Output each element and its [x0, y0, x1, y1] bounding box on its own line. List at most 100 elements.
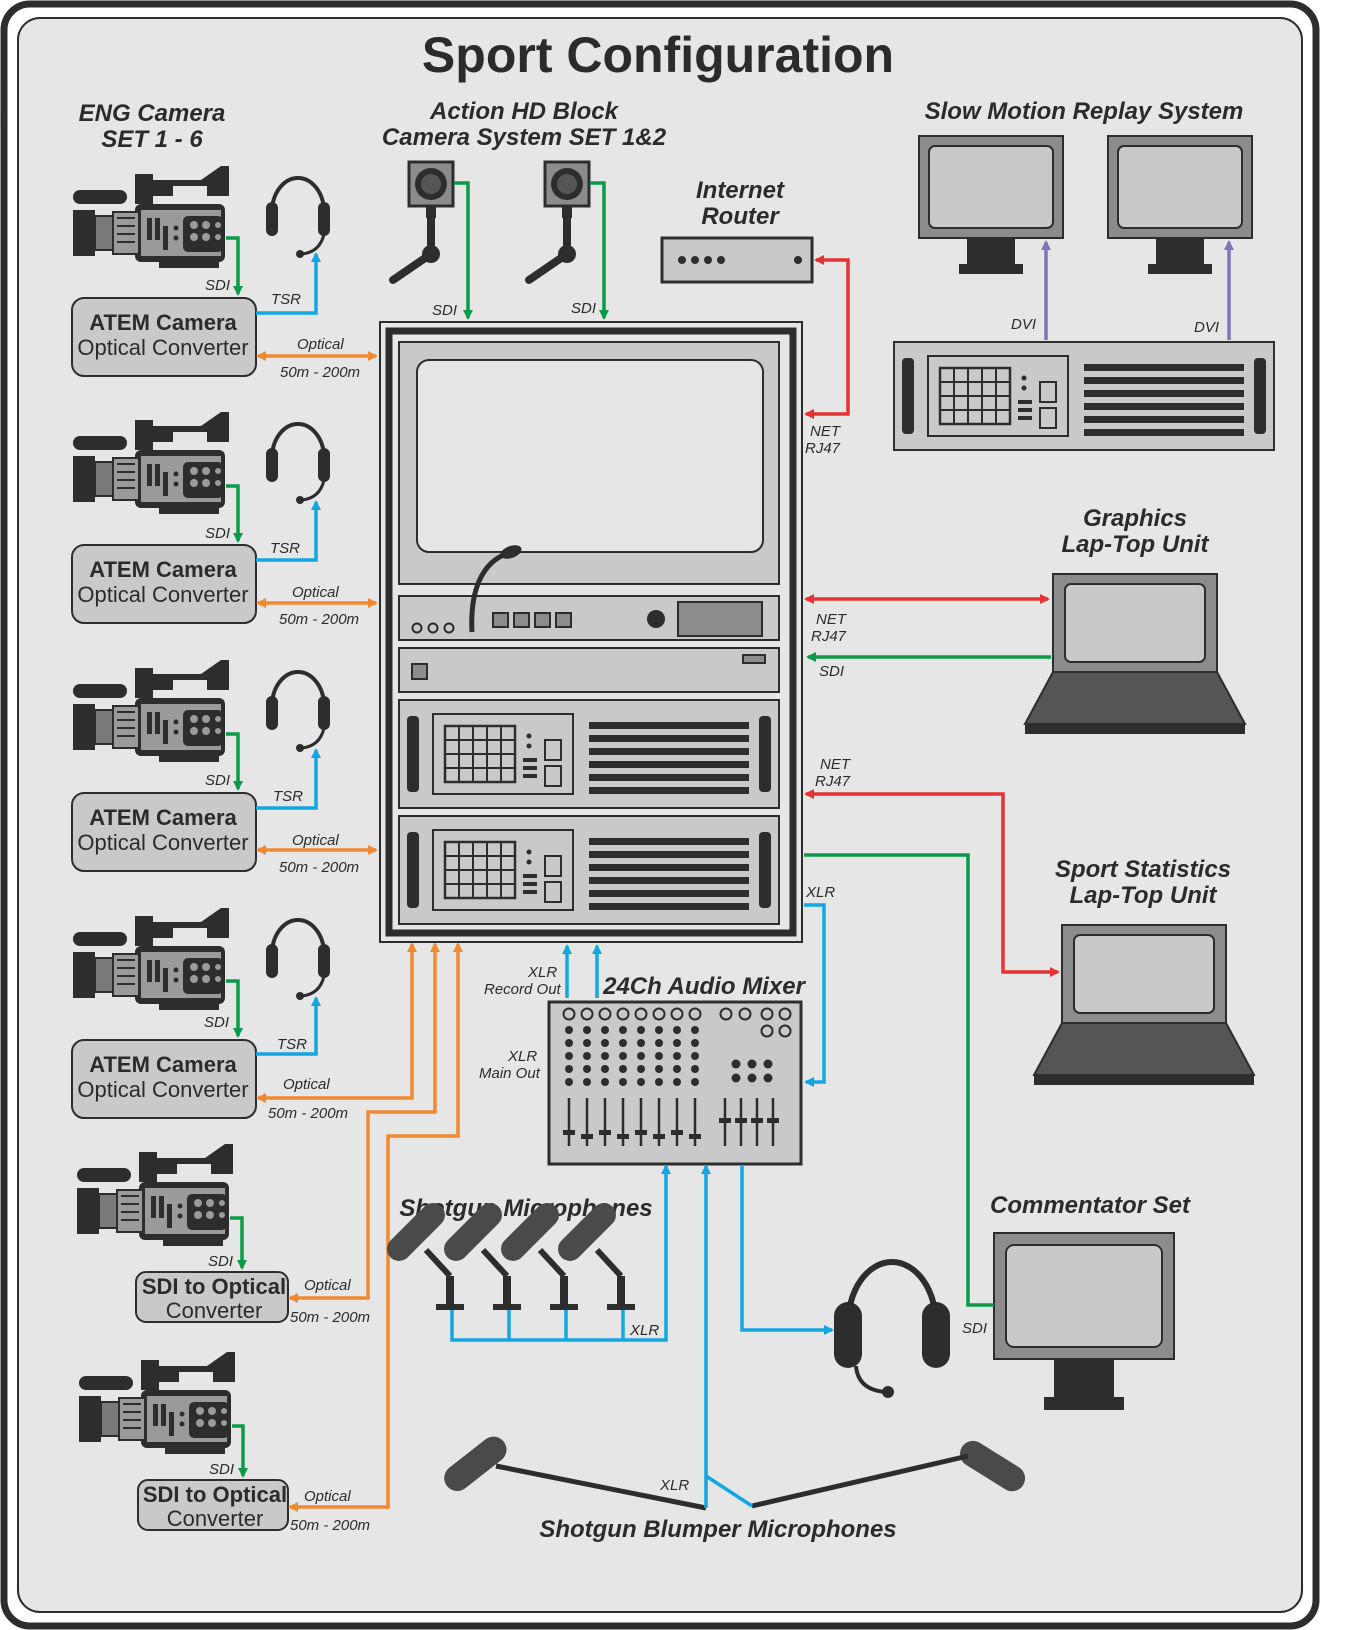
label-record-out: Record Out: [484, 981, 562, 998]
blumper-xlr-branch: [705, 1474, 753, 1508]
atem-converter-box: [71, 544, 257, 624]
label-sdi: SDI: [962, 1320, 987, 1337]
page-title: Sport Configuration: [422, 27, 894, 83]
eng-camera-row-2: ATEM Camera Optical Converter: [71, 411, 332, 624]
label-net: NET: [810, 423, 842, 440]
label-sdi: SDI: [819, 663, 844, 680]
label-optical: Optical: [292, 584, 339, 601]
label-net: NET: [816, 611, 848, 628]
label-sdi: SDI: [571, 300, 596, 317]
label-optical: Optical: [304, 1277, 351, 1294]
atem-converter-box: [71, 792, 257, 872]
rack-unit-icon: [397, 814, 781, 926]
heading-router-line1: Internet: [696, 177, 785, 204]
label-tsr: TSR: [273, 788, 303, 805]
sdi-converter-line2: Converter: [167, 1506, 264, 1531]
label-sdi: SDI: [205, 772, 230, 789]
label-tsr: TSR: [277, 1036, 307, 1053]
shotgun-xlr-wire: [450, 1164, 671, 1342]
label-main-out: Main Out: [479, 1065, 541, 1082]
label-sdi: SDI: [209, 1461, 234, 1478]
atem-label-line2: Optical Converter: [77, 1077, 248, 1102]
label-tsr: TSR: [270, 540, 300, 557]
rack-unit-icon: [397, 698, 781, 810]
label-sdi: SDI: [432, 302, 457, 319]
commentator-headset: [834, 1259, 950, 1398]
atem-label-line1: ATEM Camera: [89, 310, 237, 335]
label-distance: 50m - 200m: [279, 611, 359, 628]
heading-graphics-line2: Lap-Top Unit: [1061, 531, 1209, 558]
laptop-icon: [1024, 573, 1246, 735]
label-dvi: DVI: [1194, 319, 1219, 336]
heading-audio-mixer: 24Ch Audio Mixer: [602, 973, 806, 1000]
label-rj47: RJ47: [811, 628, 847, 645]
heading-stats-line2: Lap-Top Unit: [1069, 882, 1217, 909]
central-rack: [379, 321, 803, 943]
heading-action-camera-line2: Camera System SET 1&2: [382, 124, 667, 151]
heading-commentator: Commentator Set: [990, 1192, 1191, 1219]
heading-eng-camera-line1: ENG Camera: [79, 100, 226, 127]
stats-net-wire: [804, 789, 1060, 977]
commentator-headset-wire: [740, 1166, 834, 1335]
eng-camera-row-3: ATEM Camera Optical Converter: [71, 659, 332, 872]
label-xlr: XLR: [507, 1048, 537, 1065]
blumper-microphones: [438, 1431, 1030, 1511]
router-net-wire: [804, 255, 850, 419]
sdi-converter-line1: SDI to Optical: [142, 1274, 286, 1299]
label-dvi: DVI: [1011, 316, 1036, 333]
drive-unit: [398, 647, 780, 693]
label-sdi: SDI: [208, 1253, 233, 1270]
eng-camera-row-4: ATEM Camera Optical Converter: [71, 907, 332, 1119]
eng-wiring: [226, 236, 463, 1512]
label-rj47: RJ47: [805, 440, 841, 457]
label-distance: 50m - 200m: [290, 1517, 370, 1534]
heading-graphics-line1: Graphics: [1083, 505, 1187, 532]
label-distance: 50m - 200m: [268, 1105, 348, 1122]
label-distance: 50m - 200m: [290, 1309, 370, 1326]
internet-router: [660, 236, 814, 284]
label-sdi: SDI: [204, 1014, 229, 1031]
heading-action-camera-line1: Action HD Block: [429, 98, 620, 125]
action-cam-1-sdi-wire: [454, 181, 473, 320]
atem-label-line1: ATEM Camera: [89, 1052, 237, 1077]
eng-camera-row-5: SDI to Optical Converter: [76, 1143, 289, 1323]
laptop-icon: [1033, 924, 1255, 1086]
heading-blumper-mics: Shotgun Blumper Microphones: [539, 1516, 896, 1543]
heading-slow-motion: Slow Motion Replay System: [925, 98, 1244, 125]
heading-router-line2: Router: [701, 203, 780, 230]
label-net: NET: [820, 756, 852, 773]
label-optical: Optical: [283, 1076, 330, 1093]
atem-converter-box: [71, 297, 257, 377]
atem-label-line2: Optical Converter: [77, 830, 248, 855]
atem-label-line2: Optical Converter: [77, 335, 248, 360]
audio-mixer: [547, 1000, 803, 1166]
label-xlr: XLR: [805, 884, 835, 901]
label-sdi: SDI: [205, 525, 230, 542]
label-sdi: SDI: [205, 277, 230, 294]
label-optical: Optical: [297, 336, 344, 353]
label-optical: Optical: [304, 1488, 351, 1505]
action-cam-2-sdi-wire: [590, 181, 609, 320]
commentator-sdi-wire: [804, 853, 994, 1307]
label-rj47: RJ47: [815, 773, 851, 790]
label-xlr: XLR: [659, 1477, 689, 1494]
eng-wire-labels: SDI TSR Optical 50m - 200m SDI TSR Optic…: [204, 277, 370, 1534]
rack-unit-icon: [892, 340, 1276, 452]
sdi-converter-line1: SDI to Optical: [143, 1482, 287, 1507]
sdi-converter-line2: Converter: [166, 1298, 263, 1323]
atem-label-line1: ATEM Camera: [89, 557, 237, 582]
heading-eng-camera-line2: SET 1 - 6: [101, 126, 203, 153]
eng-camera-row-6: SDI to Optical Converter: [78, 1351, 289, 1531]
heading-stats-line1: Sport Statistics: [1055, 856, 1231, 883]
label-tsr: TSR: [271, 291, 301, 308]
label-xlr: XLR: [629, 1322, 659, 1339]
atem-label-line1: ATEM Camera: [89, 805, 237, 830]
label-distance: 50m - 200m: [280, 364, 360, 381]
mixer-main-out-wire: [804, 903, 826, 1087]
label-optical: Optical: [292, 832, 339, 849]
label-xlr: XLR: [527, 964, 557, 981]
atem-label-line2: Optical Converter: [77, 582, 248, 607]
shotgun-xlr-drops: [507, 1310, 625, 1340]
commentator-set: [993, 1232, 1175, 1410]
